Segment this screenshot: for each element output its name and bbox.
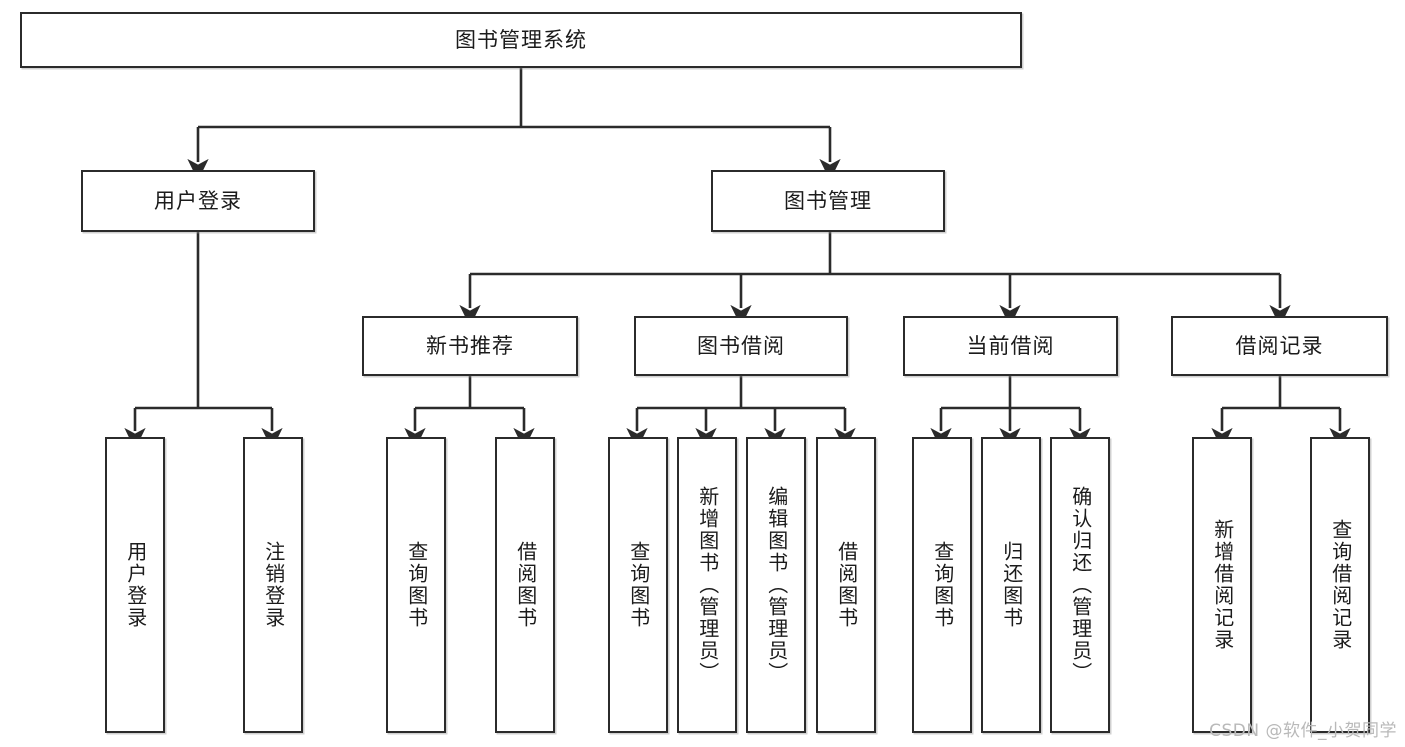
node-label: 查询图书 — [404, 541, 429, 629]
node-label: 借阅记录 — [1235, 333, 1324, 358]
leaf-book-borrow-add-book-admin[interactable]: 新增图书（管理员） — [677, 437, 737, 733]
leaf-book-borrow-borrow-book[interactable]: 借阅图书 — [816, 437, 876, 733]
node-label: 确认归还（管理员） — [1068, 486, 1093, 684]
leaf-new-book-query-book[interactable]: 查询图书 — [386, 437, 446, 733]
leaf-borrow-record-query-record[interactable]: 查询借阅记录 — [1310, 437, 1370, 733]
node-label: 查询图书 — [626, 541, 651, 629]
node-label: 借阅图书 — [513, 541, 538, 629]
node-label: 注销登录 — [261, 541, 286, 629]
node-user-login[interactable]: 用户登录 — [81, 170, 315, 232]
node-label: 用户登录 — [154, 188, 242, 213]
node-label: 借阅图书 — [834, 541, 859, 629]
leaf-current-borrow-query-book[interactable]: 查询图书 — [912, 437, 972, 733]
node-label: 当前借阅 — [966, 333, 1055, 358]
node-root-book-management-system[interactable]: 图书管理系统 — [20, 12, 1022, 68]
leaf-book-borrow-edit-book-admin[interactable]: 编辑图书（管理员） — [746, 437, 806, 733]
node-borrow-record[interactable]: 借阅记录 — [1171, 316, 1388, 376]
leaf-borrow-record-add-record[interactable]: 新增借阅记录 — [1192, 437, 1252, 733]
node-book-management[interactable]: 图书管理 — [711, 170, 945, 232]
node-label: 查询图书 — [930, 541, 955, 629]
leaf-user-login-logout[interactable]: 注销登录 — [243, 437, 303, 733]
node-label: 图书管理 — [784, 188, 872, 213]
node-new-book-recommend[interactable]: 新书推荐 — [362, 316, 578, 376]
leaf-current-borrow-confirm-return-admin[interactable]: 确认归还（管理员） — [1050, 437, 1110, 733]
node-current-borrow[interactable]: 当前借阅 — [903, 316, 1118, 376]
node-label: 新增借阅记录 — [1210, 519, 1235, 651]
node-label: 用户登录 — [123, 541, 148, 629]
node-label: 新书推荐 — [426, 333, 514, 358]
node-label: 归还图书 — [999, 541, 1024, 629]
leaf-new-book-borrow-book[interactable]: 借阅图书 — [495, 437, 555, 733]
leaf-user-login-login[interactable]: 用户登录 — [105, 437, 165, 733]
node-book-borrow[interactable]: 图书借阅 — [634, 316, 848, 376]
node-label: 编辑图书（管理员） — [764, 486, 789, 684]
leaf-book-borrow-query-book[interactable]: 查询图书 — [608, 437, 668, 733]
node-label: 新增图书（管理员） — [695, 486, 720, 684]
leaf-current-borrow-return-book[interactable]: 归还图书 — [981, 437, 1041, 733]
csdn-watermark: CSDN @软件_小贺同学 — [1209, 721, 1397, 741]
node-label: 图书管理系统 — [455, 27, 587, 52]
node-label: 查询借阅记录 — [1328, 519, 1353, 651]
node-label: 图书借阅 — [697, 333, 785, 358]
